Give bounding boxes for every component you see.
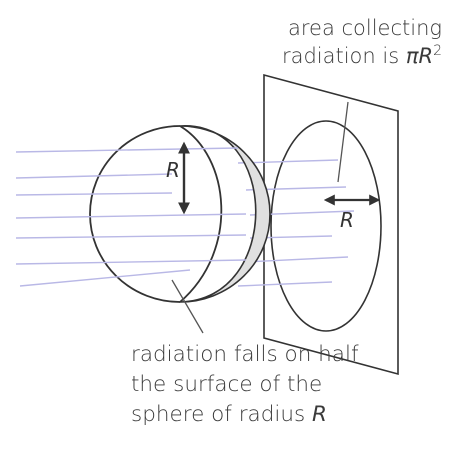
area-exponent: 2 (433, 43, 442, 59)
projected-disk (270, 120, 382, 332)
area-caption: area collecting radiation is πR2 (282, 14, 442, 70)
sphere-shadow-crescent (179, 125, 271, 303)
pi-symbol: π (405, 44, 419, 68)
sphere-outline (89, 125, 181, 303)
area-caption-prefix: radiation is (281, 44, 406, 68)
half-surface-caption: radiation falls on half the surface of t… (131, 340, 359, 430)
area-radius-var: R (418, 44, 434, 68)
bottom-caption-line3: sphere of radius R (131, 400, 359, 430)
area-caption-line1: area collecting (287, 16, 442, 40)
bottom-caption-prefix: sphere of radius (131, 402, 312, 427)
bottom-radius-var: R (312, 402, 327, 427)
area-caption-line2: radiation is πR2 (282, 42, 442, 70)
area-leader-line (337, 101, 349, 183)
rays-front (15, 147, 247, 287)
terminator-curve (179, 125, 223, 303)
bottom-caption-line2: the surface of the (131, 372, 323, 397)
disk-radius-label: R (340, 208, 354, 232)
bottom-caption-line1: radiation falls on half (131, 342, 359, 367)
sphere-radius-label: R (166, 158, 180, 182)
half-surface-leader-line (171, 279, 204, 334)
